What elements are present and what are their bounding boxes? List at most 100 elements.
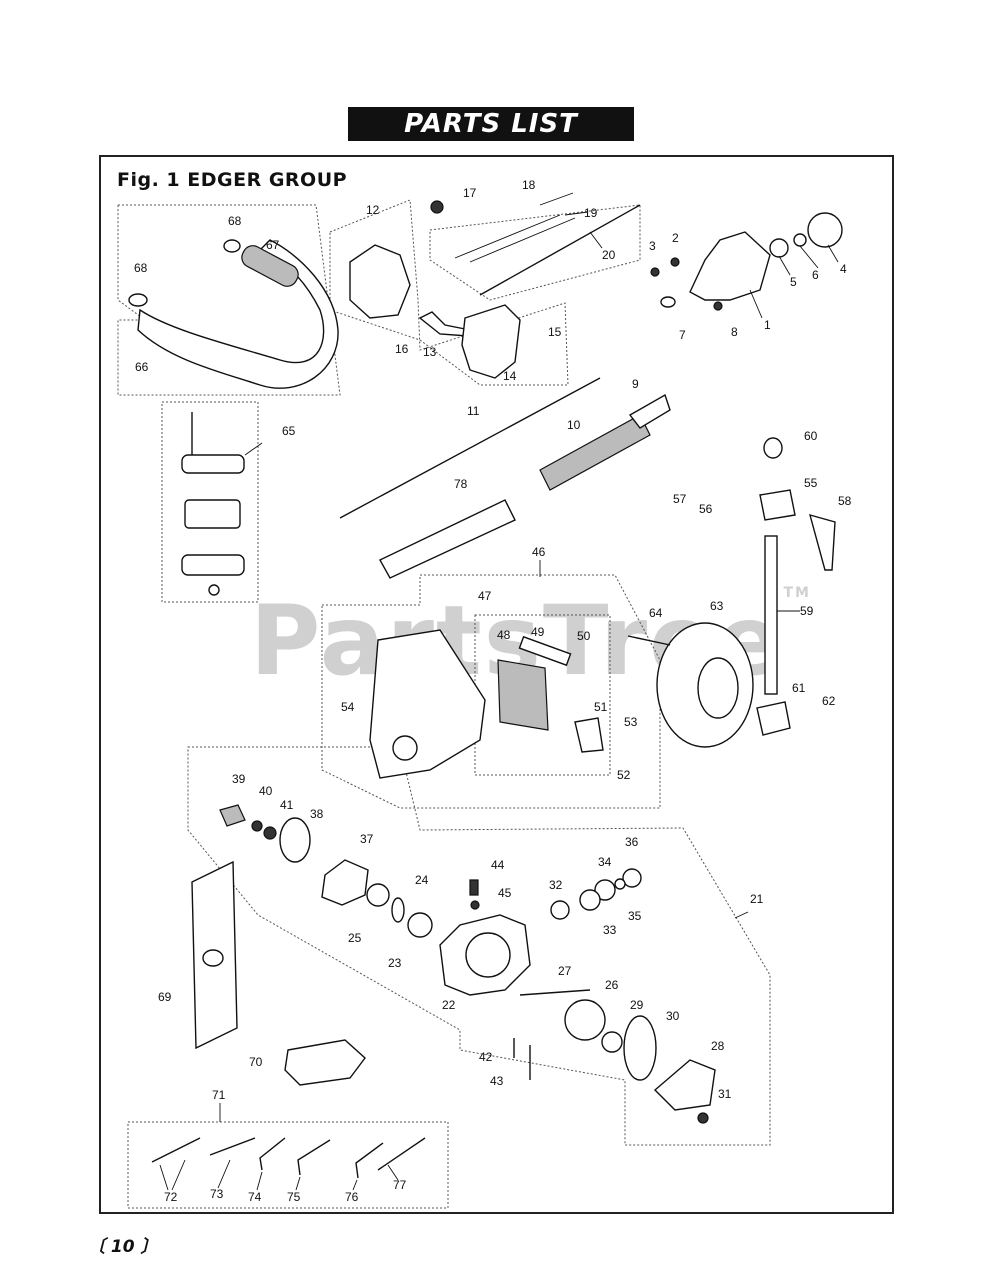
holder-61-drawing bbox=[756, 701, 791, 736]
leader-line bbox=[217, 1159, 231, 1189]
throttle-lever-drawing bbox=[418, 311, 471, 337]
clamp-middle-drawing bbox=[184, 499, 241, 529]
callout-38: 38 bbox=[310, 807, 324, 821]
bearing-34-drawing bbox=[594, 879, 616, 901]
callout-31: 31 bbox=[718, 1087, 732, 1101]
leader-line bbox=[352, 1179, 358, 1191]
callout-9: 9 bbox=[632, 377, 639, 391]
group-outline-cover bbox=[321, 574, 661, 809]
holder-55-drawing bbox=[759, 489, 796, 521]
callout-54: 54 bbox=[341, 700, 355, 714]
callout-labels: 1 2 3 4 5 6 7 8 9 10 11 12 13 14 15 16 1… bbox=[134, 178, 852, 1204]
callout-61: 61 bbox=[792, 681, 806, 695]
output-shaft-drawing bbox=[519, 989, 591, 996]
o-ring-30-drawing bbox=[623, 1015, 657, 1081]
rod-cap-drawing bbox=[763, 437, 783, 459]
group-outline-clamp bbox=[161, 401, 259, 603]
callout-65: 65 bbox=[282, 424, 296, 438]
callout-60: 60 bbox=[804, 429, 818, 443]
callout-76: 76 bbox=[345, 1190, 359, 1204]
callout-25: 25 bbox=[348, 931, 362, 945]
bolt-31-drawing bbox=[697, 1112, 709, 1124]
callout-48: 48 bbox=[497, 628, 511, 642]
grip-rubber-drawing bbox=[241, 245, 299, 287]
handle-grip-drawing bbox=[539, 414, 651, 491]
clamp-nut-drawing bbox=[208, 584, 220, 596]
flange-38-drawing bbox=[279, 817, 311, 863]
tool-74-drawing bbox=[259, 1137, 286, 1171]
bolt-8-drawing bbox=[713, 301, 723, 311]
callout-56: 56 bbox=[699, 502, 713, 516]
callout-62: 62 bbox=[822, 694, 836, 708]
group-outlines bbox=[117, 199, 771, 1209]
callout-72: 72 bbox=[164, 1190, 178, 1204]
leader-line bbox=[387, 1164, 399, 1181]
callout-68-upper: 68 bbox=[228, 214, 242, 228]
callout-34: 34 bbox=[598, 855, 612, 869]
callout-52: 52 bbox=[617, 768, 631, 782]
callout-70: 70 bbox=[249, 1055, 263, 1069]
leader-line bbox=[589, 231, 603, 249]
parts-list-title: PARTS LIST bbox=[348, 107, 634, 141]
callout-78: 78 bbox=[454, 477, 468, 491]
cover-hole-drawing bbox=[392, 735, 418, 761]
callout-32: 32 bbox=[549, 878, 563, 892]
bearing-5-drawing bbox=[769, 238, 789, 258]
leader-line bbox=[159, 1164, 169, 1191]
snap-ring-6-drawing bbox=[793, 233, 807, 247]
ring-35-drawing bbox=[614, 878, 626, 890]
part-drawings bbox=[128, 200, 843, 1179]
leader-line bbox=[256, 1171, 263, 1191]
case-half-drawing bbox=[461, 304, 521, 379]
bearing-25-drawing bbox=[366, 883, 390, 907]
leader-line bbox=[244, 442, 263, 456]
wheel-hub-drawing bbox=[697, 657, 739, 719]
callout-77: 77 bbox=[393, 1178, 407, 1192]
leader-line bbox=[827, 244, 839, 263]
callout-53: 53 bbox=[624, 715, 638, 729]
leader-line bbox=[778, 255, 791, 276]
callout-35: 35 bbox=[628, 909, 642, 923]
callout-4: 4 bbox=[840, 262, 847, 276]
callout-33: 33 bbox=[603, 923, 617, 937]
washer-45-drawing bbox=[470, 900, 480, 910]
callout-15: 15 bbox=[548, 325, 562, 339]
cap-lower-drawing bbox=[128, 293, 148, 307]
callout-17: 17 bbox=[463, 186, 477, 200]
page-number: 〔 10 〕 bbox=[88, 1237, 158, 1257]
tool-75-drawing bbox=[297, 1139, 331, 1176]
callout-39: 39 bbox=[232, 772, 246, 786]
group-outline-gearcase bbox=[187, 746, 771, 1146]
callout-47: 47 bbox=[478, 589, 492, 603]
callout-36: 36 bbox=[625, 835, 639, 849]
callout-63: 63 bbox=[710, 599, 724, 613]
callout-26: 26 bbox=[605, 978, 619, 992]
callout-28: 28 bbox=[711, 1039, 725, 1053]
drive-shaft-drawing bbox=[339, 377, 601, 519]
callout-58: 58 bbox=[838, 494, 852, 508]
callout-27: 27 bbox=[558, 964, 572, 978]
callout-22: 22 bbox=[442, 998, 456, 1012]
throttle-case-drawing bbox=[349, 244, 411, 319]
callout-40: 40 bbox=[259, 784, 273, 798]
callout-21: 21 bbox=[750, 892, 764, 906]
leader-line bbox=[734, 911, 749, 919]
callout-68-lower: 68 bbox=[134, 261, 148, 275]
callout-55: 55 bbox=[804, 476, 818, 490]
washer-40-drawing bbox=[251, 820, 263, 832]
callout-16: 16 bbox=[395, 342, 409, 356]
bevel-gear-drawing bbox=[564, 999, 606, 1041]
callout-71: 71 bbox=[212, 1088, 226, 1102]
callout-45: 45 bbox=[498, 886, 512, 900]
callout-13: 13 bbox=[423, 345, 437, 359]
callout-73: 73 bbox=[210, 1187, 224, 1201]
bearing-cover-drawing bbox=[653, 1059, 716, 1111]
ground-wire-drawing bbox=[469, 217, 576, 263]
washer-7-drawing bbox=[660, 296, 676, 308]
callout-1: 1 bbox=[764, 318, 771, 332]
main-pipe-drawing bbox=[628, 393, 671, 429]
holder-37-drawing bbox=[321, 859, 369, 906]
callout-7: 7 bbox=[679, 328, 686, 342]
callout-12: 12 bbox=[366, 203, 380, 217]
